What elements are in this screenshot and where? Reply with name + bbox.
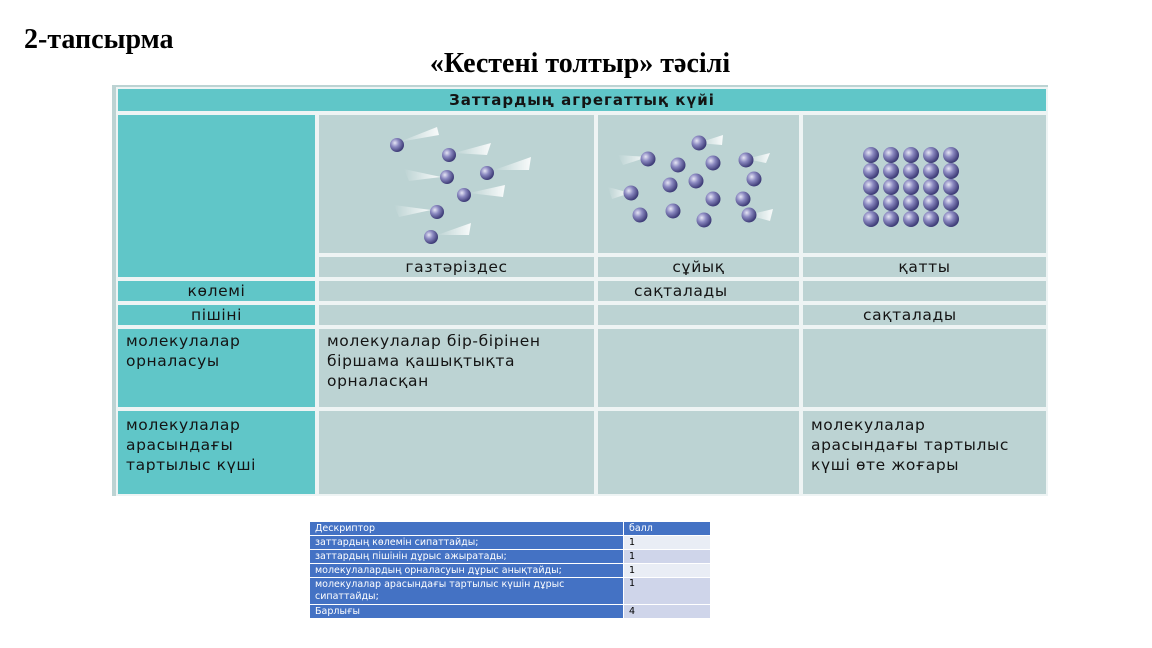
row-label-shape: пішіні [116, 303, 317, 327]
row-label-volume: көлемі [116, 279, 317, 303]
cell-shape-liquid [596, 303, 801, 327]
total-score: 4 [623, 604, 711, 619]
row-label-attraction: молекулалар арасындағы тартылыс күші [116, 409, 317, 496]
liquid-particles-illustration [608, 135, 773, 228]
row-label-arrangement: молекулалар орналасуы [116, 327, 317, 409]
descriptor-header-row: Дескриптор балл [309, 521, 711, 536]
descriptor-text: заттардың көлемін сипаттайды; [309, 535, 624, 550]
state-solid: қатты [801, 255, 1048, 279]
cell-shape-gas [317, 303, 596, 327]
cell-arrangement-liquid [596, 327, 801, 409]
table-row: молекулалардың орналасуын дұрыс анықтайд… [309, 563, 711, 578]
descriptor-text: молекулалардың орналасуын дұрыс анықтайд… [309, 563, 624, 578]
cell-volume-solid [801, 279, 1048, 303]
cell-shape-solid: сақталады [801, 303, 1048, 327]
matrix-header: Заттардың агрегаттық күйі [116, 87, 1048, 113]
aggregate-state-matrix: Заттардың агрегаттық күйі [111, 84, 1049, 497]
descriptor-score: 1 [623, 563, 711, 578]
state-gas: газтәріздес [317, 255, 596, 279]
cell-volume-gas [317, 279, 596, 303]
task-number: 2-тапсырма [24, 24, 174, 55]
cell-attraction-solid: молекулалар арасындағы тартылыс күші өте… [801, 409, 1048, 496]
total-label: Барлығы [309, 604, 624, 619]
cell-arrangement-solid [801, 327, 1048, 409]
descriptor-text: молекулалар арасындағы тартылыс күшін дұ… [309, 577, 624, 605]
table-row: заттардың көлемін сипаттайды; 1 [309, 535, 711, 550]
descriptor-table: Дескриптор балл заттардың көлемін сипатт… [309, 521, 711, 619]
solid-particles-illustration [863, 147, 959, 227]
gas-particles-illustration [390, 127, 531, 244]
method-title: «Кестені толтыр» тәсілі [429, 48, 731, 79]
descriptor-score: 1 [623, 577, 711, 605]
cell-volume-liquid: сақталады [596, 279, 801, 303]
descriptor-score: 1 [623, 549, 711, 564]
table-row: заттардың пішінін дұрыс ажыратады; 1 [309, 549, 711, 564]
score-header: балл [623, 521, 711, 536]
cell-attraction-gas [317, 409, 596, 496]
total-row: Барлығы 4 [309, 604, 711, 619]
liquid-particles-picture [596, 113, 801, 255]
descriptor-score: 1 [623, 535, 711, 550]
cell-attraction-liquid [596, 409, 801, 496]
table-row: молекулалар арасындағы тартылыс күшін дұ… [309, 577, 711, 605]
descriptor-header: Дескриптор [309, 521, 624, 536]
cell-arrangement-gas: молекулалар бір-бірінен біршама қашықтық… [317, 327, 596, 409]
gas-particles-picture [317, 113, 596, 255]
descriptor-text: заттардың пішінін дұрыс ажыратады; [309, 549, 624, 564]
matrix-corner-cell [116, 113, 317, 279]
state-liquid: сұйық [596, 255, 801, 279]
solid-particles-picture [801, 113, 1048, 255]
